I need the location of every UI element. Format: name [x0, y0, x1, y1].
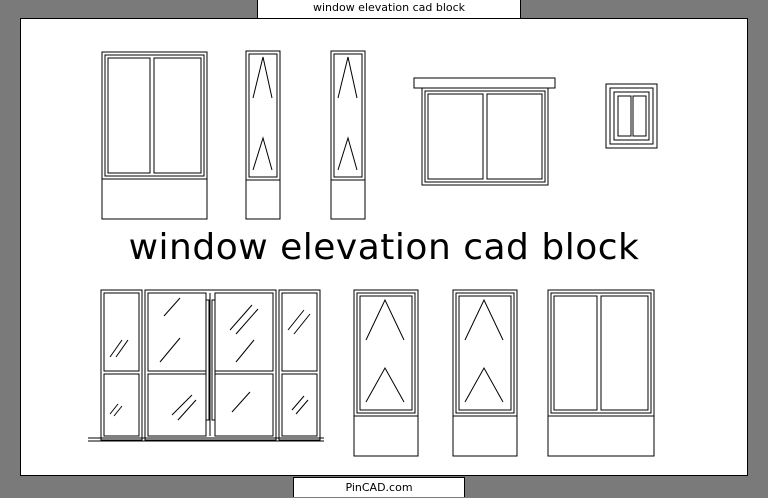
- header-caption-tab: window elevation cad block: [257, 0, 521, 19]
- window-block-tall-right: [453, 290, 517, 456]
- window-block-glazed-doors: [88, 290, 324, 441]
- window-block-narrow-left: [246, 51, 280, 219]
- window-block-double-casement: [102, 52, 207, 219]
- window-block-tall-left: [354, 290, 418, 456]
- header-caption: window elevation cad block: [312, 1, 466, 14]
- footer-watermark: PinCAD.com: [345, 481, 413, 494]
- window-block-wide-double: [548, 290, 654, 456]
- window-block-narrow-right: [331, 51, 365, 219]
- window-block-small: [606, 84, 657, 148]
- drawing-sheet: [20, 18, 748, 476]
- window-block-with-lintel: [414, 78, 555, 185]
- drawing-title: window elevation cad block: [128, 227, 640, 268]
- footer-watermark-tab: PinCAD.com: [293, 477, 465, 497]
